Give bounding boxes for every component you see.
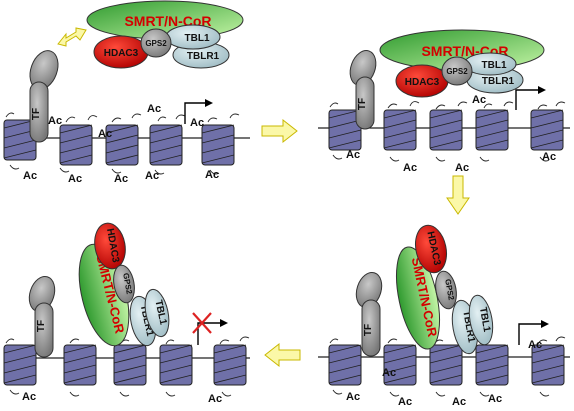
ac-label: Ac [452, 396, 466, 408]
tbl1-label: TBL1 [477, 306, 492, 333]
corepressor-complex: SMRT/N-CoR HDAC3 TBLR1 TBL1 GPS2 [395, 224, 494, 355]
nucleosome [59, 124, 93, 166]
tbl1 [468, 294, 494, 346]
ac-label: Ac [208, 393, 222, 405]
nucleosome [328, 344, 362, 386]
nucleosome [159, 344, 193, 386]
panel-3: TF SMRT/N-CoR HDAC3 TBLR1 TBL1 GPS2 Ac A… [318, 224, 570, 408]
ac-label: Ac [382, 367, 396, 379]
gps2 [140, 28, 172, 58]
transcription-factor: TF [355, 271, 383, 357]
nucleosome [213, 344, 247, 386]
gps2-label: GPS2 [145, 39, 167, 48]
nucleosome [530, 109, 564, 151]
nucleosome [429, 109, 463, 151]
ac-label: Ac [542, 151, 556, 163]
ac-label: Ac [22, 391, 36, 403]
ac-label: Ac [455, 162, 469, 174]
nucleosome [531, 344, 565, 386]
nucleosome [3, 344, 37, 386]
corepressor-complex: SMRT/N-CoR HDAC3 TBLR1 TBL1 GPS2 [379, 29, 545, 98]
gps2 [113, 264, 135, 304]
transcription-factor: TF [349, 50, 377, 130]
nucleosome [383, 344, 417, 386]
ac-label: Ac [488, 393, 502, 405]
hdac3 [94, 222, 126, 270]
transition-arrow-left [264, 342, 301, 368]
transcription-start-arrow [515, 86, 546, 110]
tbl1-label: TBL1 [152, 299, 168, 326]
ac-label: Ac [398, 396, 412, 408]
tblr1-label: TBLR1 [482, 76, 515, 87]
ac-label: Ac [48, 115, 62, 127]
transcription-start-arrow [518, 320, 549, 345]
nucleosome [201, 124, 235, 166]
nucleosome [113, 344, 147, 386]
ac-label: Ac [23, 170, 37, 182]
transcription-factor: TF [29, 50, 59, 143]
panel-2: TF SMRT/N-CoR HDAC3 TBLR1 TBL1 GPS2 Ac A… [318, 29, 570, 174]
panel-4: TF SMRT/N-CoR HDAC3 TBLR1 TBL1 GPS2 Ac A… [3, 222, 250, 405]
nucleosome [475, 109, 509, 151]
corepressor-complex: SMRT/N-CoR HDAC3 TBLR1 TBL1 GPS2 [78, 222, 170, 347]
corepressor-complex: SMRT/N-CoR HDAC3 TBLR1 TBL1 GPS2 [86, 0, 244, 69]
nucleosome [149, 124, 183, 166]
gps2-label: GPS2 [446, 67, 468, 76]
tbl1 [144, 288, 170, 338]
hdac3-label: HDAC3 [104, 48, 139, 59]
nucleosome [429, 344, 463, 386]
tf-label: TF [36, 320, 47, 332]
ac-label: Ac [145, 170, 159, 182]
transcription-factor: TF [28, 275, 56, 358]
tblr1-label: TBLR1 [187, 51, 220, 62]
gps2-label: GPS2 [443, 278, 456, 301]
gps2 [435, 270, 457, 310]
nucleosome [63, 344, 97, 386]
nucleosome [383, 109, 417, 151]
tf-label: TF [363, 324, 374, 336]
block-x-icon [192, 312, 212, 334]
hdac3 [415, 224, 447, 274]
ac-label: Ac [528, 339, 542, 351]
tf-label: TF [357, 98, 368, 110]
ac-label: Ac [205, 169, 219, 181]
transcription-start-arrow [184, 99, 213, 124]
ac-label: Ac [98, 128, 112, 140]
hdac3-label: HDAC3 [405, 77, 440, 88]
nucleosome [475, 344, 509, 386]
ac-label: Ac [346, 149, 360, 161]
ac-label: Ac [68, 173, 82, 185]
ac-label: Ac [147, 103, 161, 115]
binding-equilibrium-arrow [57, 27, 87, 47]
panel-1: TF Ac Ac Ac Ac Ac Ac Ac Ac Ac SMRT/N-CoR… [3, 0, 250, 185]
tf-label: TF [31, 108, 42, 120]
ac-label: Ac [190, 117, 204, 129]
tbl1-label: TBL1 [185, 33, 210, 44]
transition-arrow-down [446, 175, 470, 215]
ac-label: Ac [403, 162, 417, 174]
tbl1-label: TBL1 [482, 60, 507, 71]
transition-arrow-right [261, 118, 298, 144]
gps2-label: GPS2 [121, 272, 134, 295]
ac-label: Ac [472, 94, 486, 106]
ac-label: Ac [346, 391, 360, 403]
gps2 [441, 56, 473, 86]
blocked-transcription-start [192, 312, 228, 345]
ac-label: Ac [114, 173, 128, 185]
